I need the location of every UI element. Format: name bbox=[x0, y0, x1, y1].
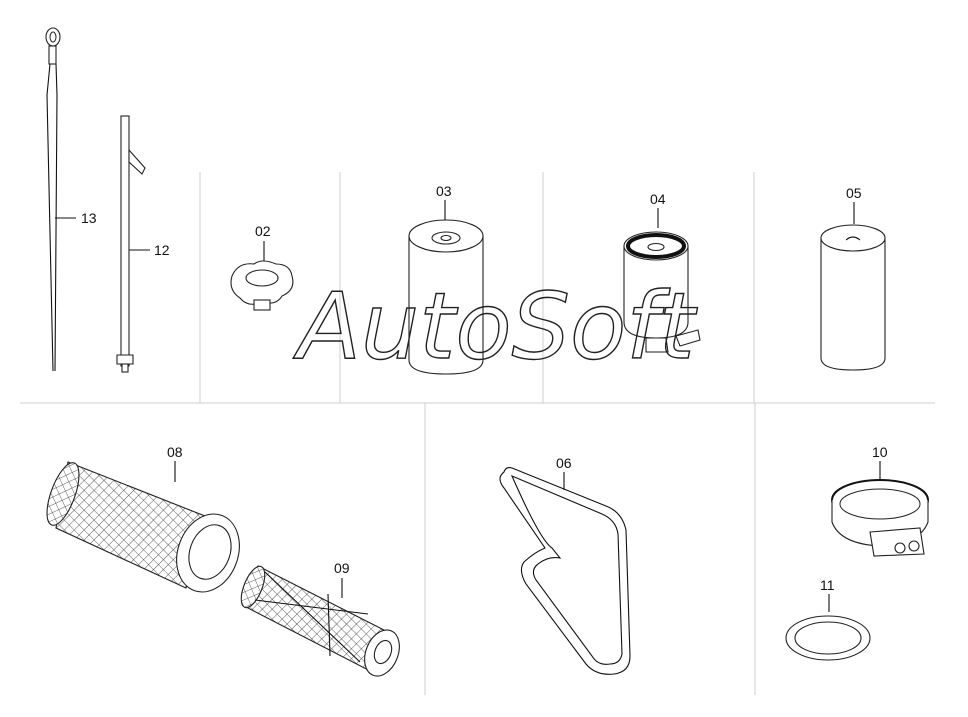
callout-label: 02 bbox=[255, 223, 271, 239]
air-filter-inner-element-icon bbox=[240, 565, 400, 677]
callout-label: 06 bbox=[556, 455, 572, 471]
hose-clamp-icon bbox=[831, 479, 929, 557]
oil-filler-cap-icon bbox=[230, 260, 294, 311]
dipstick-tube-icon bbox=[116, 115, 146, 373]
air-filter-outer-element-icon bbox=[46, 461, 240, 593]
filter-cartridge-icon bbox=[820, 224, 886, 371]
callout-label: 12 bbox=[154, 242, 170, 258]
callout-label: 04 bbox=[650, 191, 666, 207]
callout-label: 05 bbox=[846, 185, 862, 201]
fuel-filter-with-sensor-icon bbox=[623, 231, 701, 353]
callout-label: 09 bbox=[334, 560, 350, 576]
drive-belt-icon bbox=[499, 466, 631, 675]
callout-label: 08 bbox=[167, 444, 183, 460]
dipstick-icon bbox=[45, 27, 61, 372]
callout-label: 03 bbox=[436, 183, 452, 199]
callout-label: 13 bbox=[81, 210, 97, 226]
callout-label: 11 bbox=[820, 577, 835, 593]
oil-filter-icon bbox=[408, 219, 484, 375]
grid-lines bbox=[20, 172, 935, 695]
seal-ring-icon bbox=[785, 615, 871, 661]
watermark-text: AutoSoft bbox=[293, 273, 698, 380]
callout-label: 10 bbox=[872, 444, 888, 460]
